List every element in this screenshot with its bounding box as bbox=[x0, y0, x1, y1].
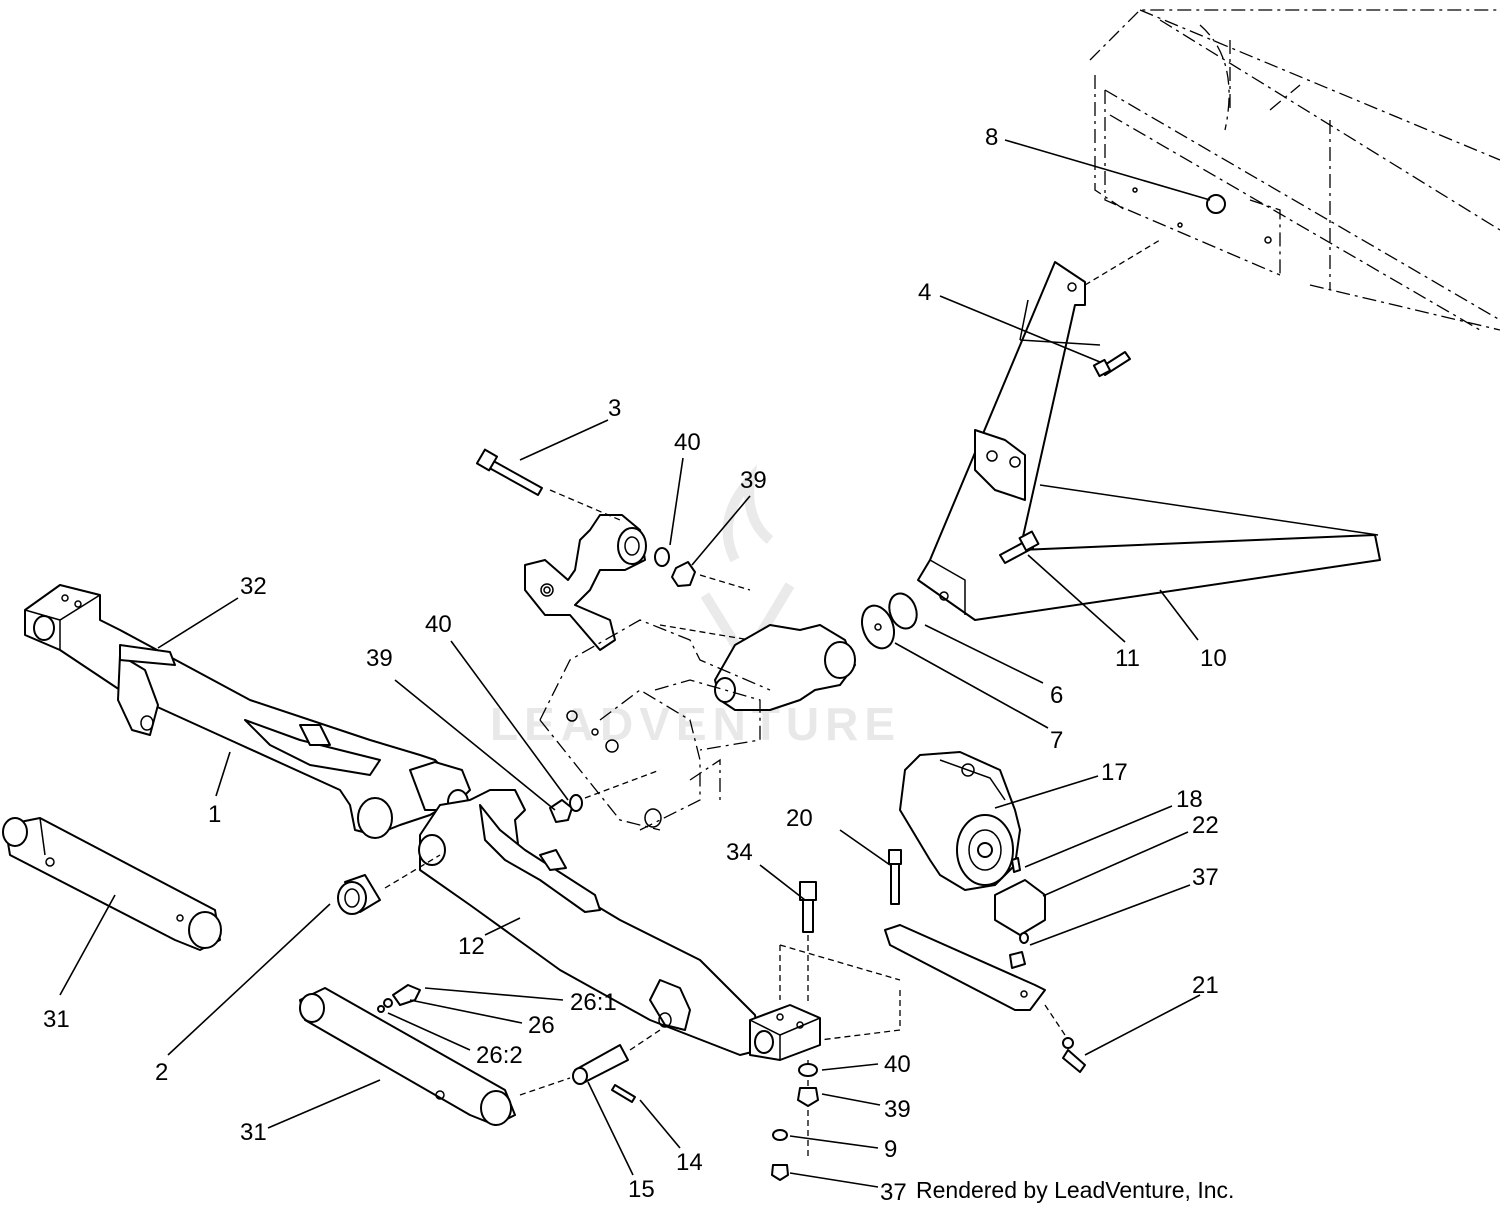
callout-15: 15 bbox=[628, 1176, 655, 1203]
callout-39-upper: 39 bbox=[740, 467, 767, 494]
part-26-fitting bbox=[377, 984, 421, 1013]
callout-3: 3 bbox=[608, 395, 621, 422]
part-6-7-washers bbox=[861, 592, 918, 650]
callout-8: 8 bbox=[985, 124, 998, 151]
callout-1: 1 bbox=[208, 801, 221, 828]
part-31-cylinder-lower bbox=[299, 987, 516, 1126]
watermark-label: LEADVENTURE bbox=[490, 698, 901, 750]
callout-39-middle: 39 bbox=[366, 645, 393, 672]
part-4-bolt bbox=[1092, 351, 1131, 378]
part-12-lift-arm bbox=[418, 789, 821, 1061]
hardware-39-40-lower bbox=[549, 769, 661, 823]
hardware-stack bbox=[771, 1063, 819, 1181]
callout-14: 14 bbox=[676, 1149, 703, 1176]
callout-31-lower: 31 bbox=[240, 1119, 267, 1146]
part-20-bolt bbox=[888, 849, 902, 905]
callout-39-lower: 39 bbox=[884, 1096, 911, 1123]
part-11-bolt bbox=[999, 530, 1040, 564]
callout-labels: 8 4 3 40 39 32 40 39 11 10 6 7 1 17 18 2… bbox=[43, 124, 1227, 1206]
callout-37-lower: 37 bbox=[880, 1179, 907, 1206]
callout-6: 6 bbox=[1050, 682, 1063, 709]
callout-21: 21 bbox=[1192, 972, 1219, 999]
callout-26-2: 26:2 bbox=[476, 1042, 523, 1069]
chassis-frame bbox=[1089, 9, 1500, 331]
callout-9: 9 bbox=[884, 1136, 897, 1163]
callout-11: 11 bbox=[1115, 645, 1140, 672]
lower-link-bracket bbox=[539, 619, 856, 831]
callout-37-upper: 37 bbox=[1192, 864, 1219, 891]
part-8-nut bbox=[1084, 194, 1226, 286]
part-17-hydraulic-motor bbox=[899, 751, 1046, 969]
callout-20: 20 bbox=[786, 805, 813, 832]
callout-31-left: 31 bbox=[43, 1006, 70, 1033]
callout-40-upper: 40 bbox=[674, 429, 701, 456]
callout-17: 17 bbox=[1101, 759, 1128, 786]
leader-lines bbox=[59, 139, 1211, 1188]
callout-18: 18 bbox=[1176, 786, 1203, 813]
part-3-bolt bbox=[475, 448, 543, 496]
part-14-cotter-pin bbox=[611, 1084, 636, 1103]
part-1-lift-arm bbox=[24, 584, 471, 839]
part-21-bracket-plate bbox=[884, 924, 1086, 1073]
callout-7: 7 bbox=[1050, 727, 1063, 754]
callout-26-1: 26:1 bbox=[570, 989, 617, 1016]
part-31-cylinder-left bbox=[2, 817, 222, 951]
callout-4: 4 bbox=[918, 279, 931, 306]
callout-26: 26 bbox=[528, 1012, 555, 1039]
callout-32: 32 bbox=[240, 573, 267, 600]
callout-22: 22 bbox=[1192, 812, 1219, 839]
part-15-pin bbox=[519, 1029, 661, 1096]
callout-2: 2 bbox=[155, 1059, 168, 1086]
callout-40-middle: 40 bbox=[425, 611, 452, 638]
render-credit: Rendered by LeadVenture, Inc. bbox=[916, 1177, 1234, 1203]
callout-12: 12 bbox=[458, 933, 485, 960]
callout-34: 34 bbox=[726, 839, 753, 866]
leadventure-watermark: LEADVENTURE bbox=[490, 464, 901, 750]
upper-pivot-bracket bbox=[524, 489, 751, 651]
part-2-bushing bbox=[337, 854, 441, 915]
callout-40-lower: 40 bbox=[884, 1051, 911, 1078]
callout-10: 10 bbox=[1200, 645, 1227, 672]
part-34-bolt bbox=[779, 881, 901, 1160]
part-10-frame-bracket bbox=[917, 261, 1381, 621]
